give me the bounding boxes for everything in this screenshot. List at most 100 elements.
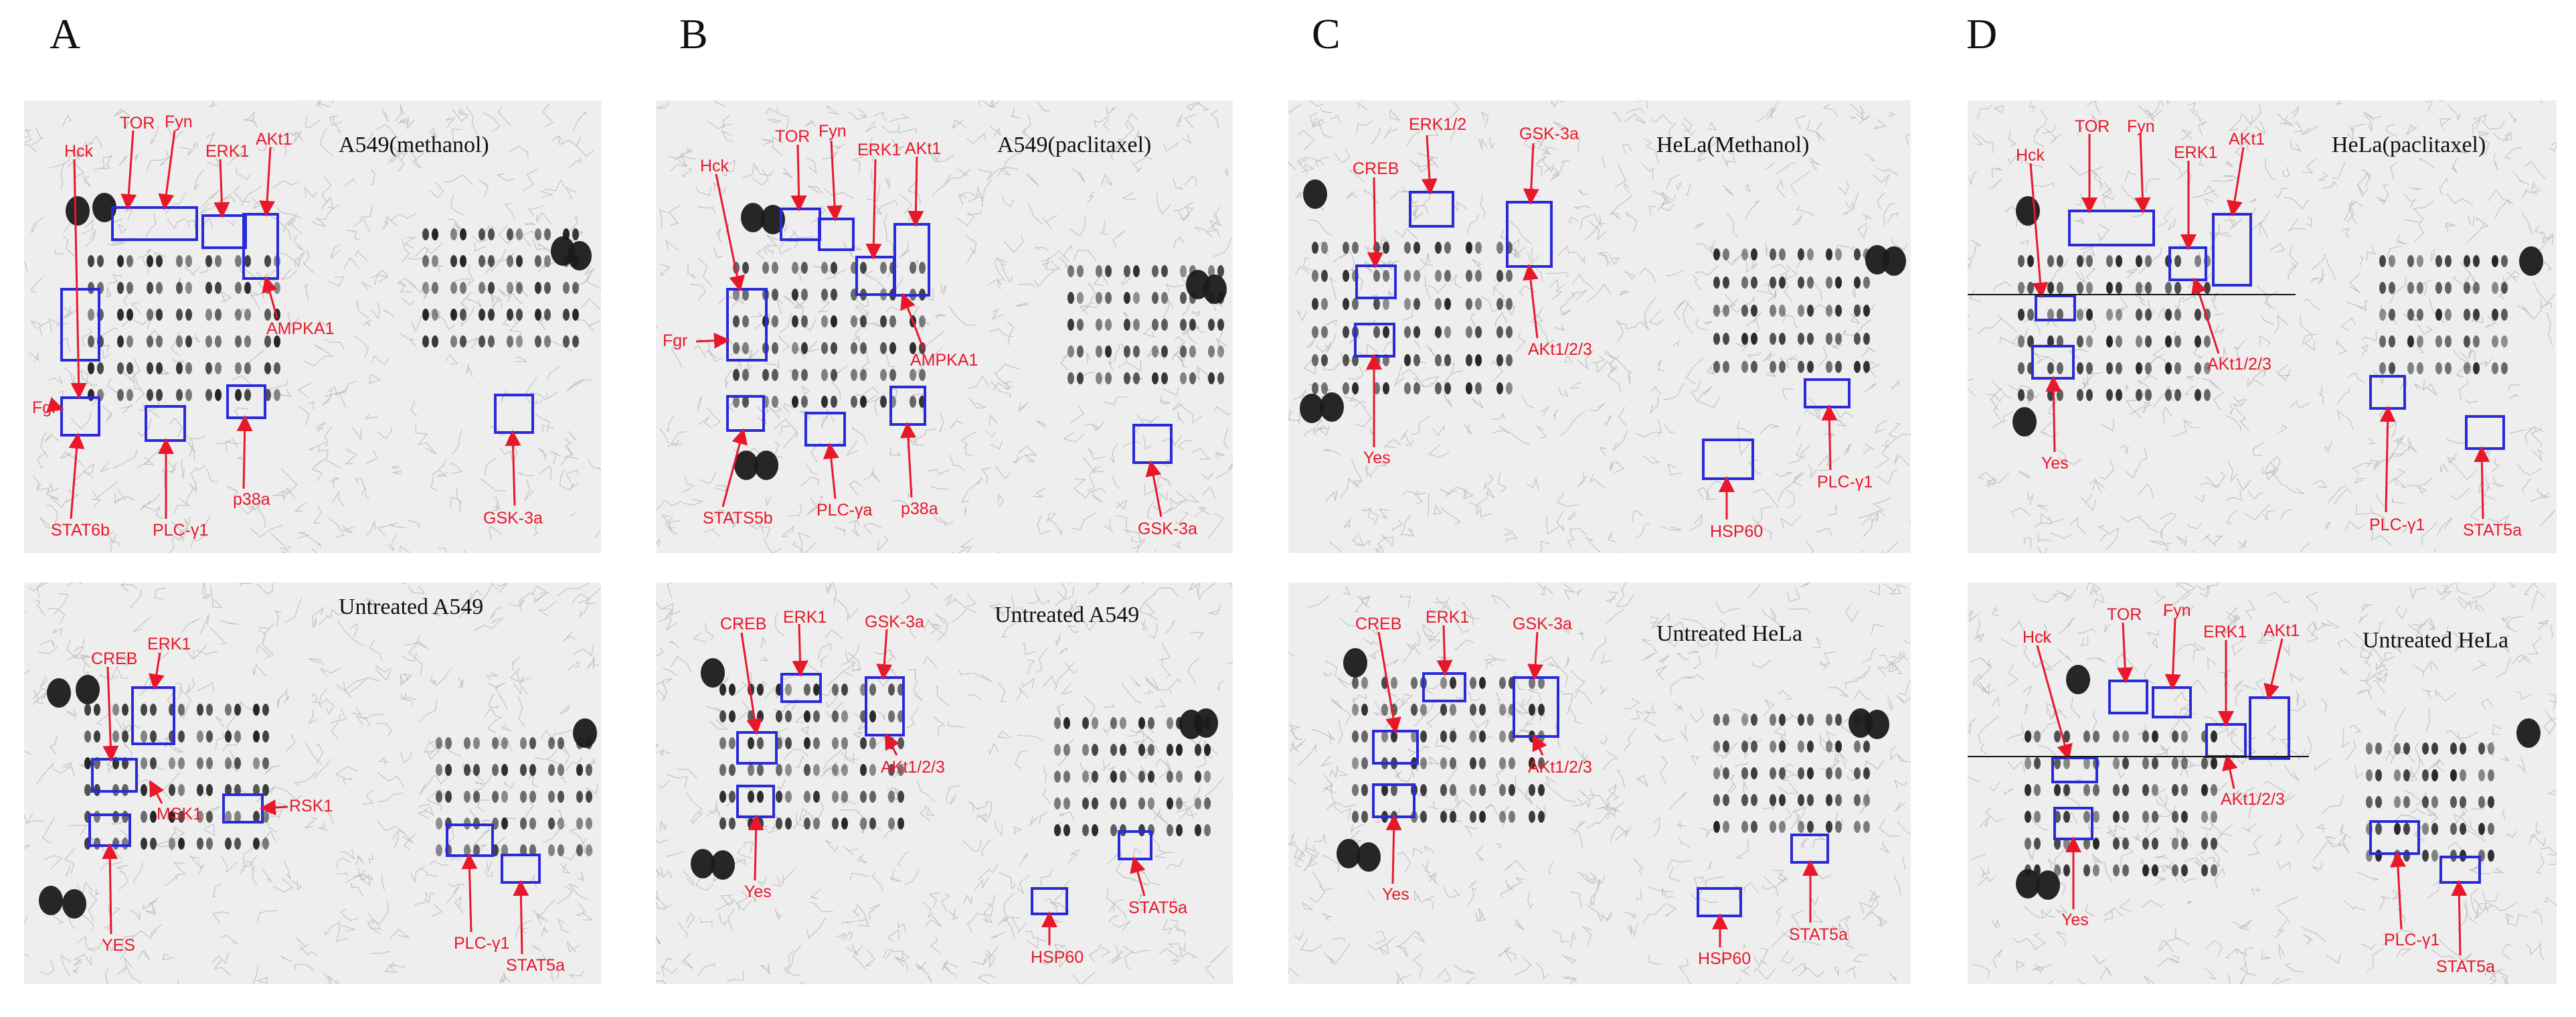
blot-b-top: A549(paclitaxel) TOR Fyn Hck ERK1 AKt1 F… xyxy=(656,100,1233,553)
label-gsk-3a: GSK-3a xyxy=(1513,615,1572,633)
highlight-box xyxy=(2205,723,2247,758)
highlight-box xyxy=(242,213,279,280)
highlight-box xyxy=(1506,201,1553,268)
label-erk1: ERK1 xyxy=(783,608,827,627)
label-msk1: MSK1 xyxy=(157,805,203,824)
blot-title: A549(paclitaxel) xyxy=(997,133,1152,157)
label-plc-y1: PLC-γ1 xyxy=(1817,473,1873,491)
label-hsp60: HSP60 xyxy=(1710,522,1764,541)
highlight-box xyxy=(1372,730,1419,765)
highlight-box xyxy=(446,824,494,857)
blot-title: HeLa(Methanol) xyxy=(1656,133,1810,157)
membrane-texture xyxy=(24,582,601,984)
highlight-box xyxy=(2249,696,2290,760)
label-erk1: ERK1 xyxy=(1426,608,1470,627)
highlight-box xyxy=(1372,783,1415,818)
label-stat5a: STAT5a xyxy=(506,956,565,975)
highlight-box xyxy=(2068,210,2155,246)
label-akt1-2-3: AKt1/2/3 xyxy=(2221,790,2285,809)
label-creb: CREB xyxy=(1355,615,1402,633)
highlight-box xyxy=(2369,375,2406,410)
label-ampka1: AMPKA1 xyxy=(910,351,978,370)
blot-title: HeLa(paclitaxel) xyxy=(2332,133,2486,157)
label-akt1-2-3: AKt1/2/3 xyxy=(2207,355,2271,374)
label-akt1: AKt1 xyxy=(905,139,942,158)
highlight-box xyxy=(131,686,175,745)
highlight-box xyxy=(1422,672,1466,702)
highlight-box xyxy=(736,731,778,765)
blot-a-top: A549(methanol) TOR Fyn Hck ERK1 AKt1 AMP… xyxy=(24,100,601,553)
label-fyn: Fyn xyxy=(2163,601,2191,620)
highlight-box xyxy=(494,394,534,434)
label-tor: TOR xyxy=(120,114,155,133)
highlight-box xyxy=(2465,415,2505,450)
label-yes: Yes xyxy=(2061,911,2089,929)
label-tor: TOR xyxy=(775,127,810,146)
highlight-box xyxy=(88,813,131,847)
label-stat6b: STAT6b xyxy=(51,521,110,540)
label-erk1: ERK1 xyxy=(2174,143,2218,162)
label-fyn: Fyn xyxy=(165,112,193,131)
label-creb: CREB xyxy=(1353,159,1399,178)
label-gsk-3a: GSK-3a xyxy=(483,509,543,528)
membrane-texture xyxy=(656,582,1233,984)
blot-b-bottom: Untreated A549 CREB ERK1 GSK-3a AKt1/2/3… xyxy=(656,582,1233,984)
highlight-box xyxy=(1409,191,1454,228)
highlight-box xyxy=(726,288,768,362)
blot-c-bottom: Untreated HeLa CREB ERK1 GSK-3a AKt1/2/3… xyxy=(1288,582,1911,984)
panel-label-d: D xyxy=(1966,10,1998,58)
highlight-box xyxy=(1031,887,1068,915)
highlight-box xyxy=(1804,378,1851,408)
blot-c-top: HeLa(Methanol) ERK1/2 GSK-3a CREB AKt1/2… xyxy=(1288,100,1911,553)
label-akt1: AKt1 xyxy=(2229,130,2265,149)
label-stat5a: STAT5a xyxy=(1789,925,1848,944)
label-yes: YES xyxy=(102,936,136,955)
highlight-box xyxy=(2168,246,2207,281)
label-akt1-2-3: AKt1/2/3 xyxy=(1528,340,1592,359)
label-akt1-2-3: AKt1/2/3 xyxy=(881,758,945,777)
highlight-box xyxy=(1697,887,1742,917)
blot-title: Untreated HeLa xyxy=(1656,621,1803,646)
highlight-box xyxy=(2051,757,2098,783)
panel-label-c: C xyxy=(1312,10,1341,58)
blot-title: A549(methanol) xyxy=(339,133,489,157)
label-p38a: p38a xyxy=(901,499,938,518)
blot-a-bottom: Untreated A549 ERK1 CREB MSK1 RSK1 YES P… xyxy=(24,582,601,984)
highlight-box xyxy=(780,208,821,241)
highlight-box xyxy=(889,386,926,426)
blot-title: Untreated HeLa xyxy=(2363,628,2509,653)
label-fyn: Fyn xyxy=(2127,117,2155,136)
highlight-box xyxy=(501,854,541,884)
label-yes: Yes xyxy=(744,882,772,901)
highlight-box xyxy=(855,256,895,296)
membrane-texture xyxy=(24,100,601,553)
label-ampka1: AMPKA1 xyxy=(266,319,335,338)
label-stat5a: STAT5a xyxy=(2463,521,2522,540)
blot-d-bottom: Untreated HeLa TOR Fyn Hck ERK1 AKt1 AKt… xyxy=(1968,582,2557,984)
highlight-box xyxy=(91,758,138,793)
label-erk1-2: ERK1/2 xyxy=(1409,115,1467,134)
label-creb: CREB xyxy=(720,615,767,633)
highlight-box xyxy=(226,384,266,419)
label-hsp60: HSP60 xyxy=(1031,948,1084,967)
highlight-box xyxy=(804,412,846,447)
label-hck: Hck xyxy=(2023,628,2052,647)
label-fyn: Fyn xyxy=(819,122,847,141)
highlight-box xyxy=(1790,834,1829,864)
blot-title: Untreated A549 xyxy=(339,595,484,619)
highlight-box xyxy=(2035,295,2076,321)
label-creb: CREB xyxy=(91,649,138,668)
label-erk1: ERK1 xyxy=(2203,623,2247,641)
highlight-box xyxy=(2212,213,2252,287)
label-yes: Yes xyxy=(2041,454,2069,473)
membrane-texture xyxy=(1288,100,1911,553)
blot-d-top: HeLa(paclitaxel) TOR Fyn Hck ERK1 AKt1 A… xyxy=(1968,100,2557,553)
blot-title: Untreated A549 xyxy=(995,603,1140,627)
highlight-box xyxy=(2152,686,2192,718)
label-yes: Yes xyxy=(1363,449,1391,467)
highlight-box xyxy=(736,785,775,818)
highlight-box xyxy=(111,206,198,241)
label-akt1: AKt1 xyxy=(256,130,292,149)
highlight-box xyxy=(222,793,264,824)
highlight-box xyxy=(2369,820,2420,855)
